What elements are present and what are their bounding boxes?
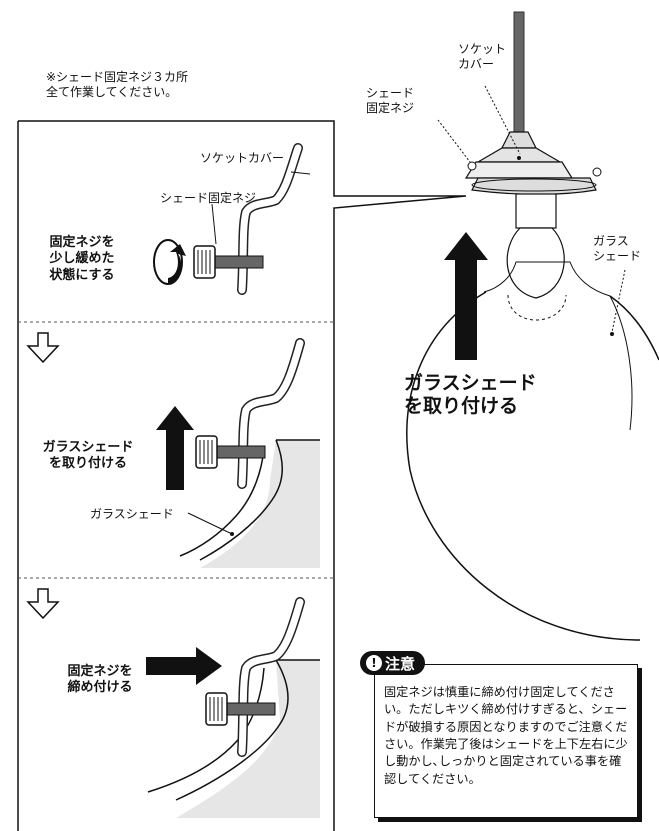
step1-text: 固定ネジを 少し緩めた 状態にする	[49, 235, 115, 283]
exclamation-icon: !	[366, 655, 382, 671]
up-arrow-large-icon	[444, 232, 488, 360]
caution-badge: ! 注意	[360, 651, 426, 675]
up-arrow-icon	[156, 406, 194, 490]
step3-illustration	[147, 597, 320, 818]
step2-illustration	[179, 338, 320, 568]
down-arrow-icon	[26, 588, 60, 620]
caution-body: 固定ネジは慎重に締め付け固定してください。ただしキツく締め付けすぎると、シェード…	[384, 685, 628, 786]
caution-box	[374, 664, 638, 818]
socket-cover-main-label: ソケット カバー	[458, 42, 507, 71]
step3-text: 固定ネジを 締め付ける	[67, 664, 133, 696]
shade-screw-main-label: シェード 固定ネジ	[366, 86, 415, 115]
pendant-lamp-illustration	[406, 11, 659, 641]
down-arrow-icon	[26, 332, 60, 364]
glass-shade-label: ガラスシェード	[90, 507, 174, 521]
header-note: ※シェード固定ネジ３カ所 全て作業してください。	[46, 70, 189, 99]
leader-shade-screw	[437, 119, 471, 163]
glass-shade-main-label: ガラス シェード	[593, 234, 642, 263]
step1-illustration	[193, 143, 311, 295]
leader-glass-shade	[611, 269, 626, 333]
shade-screw-label: シェード固定ネジ	[160, 191, 257, 205]
right-arrow-icon	[146, 647, 222, 685]
rotate-loosen-icon	[153, 239, 186, 285]
caution-title: 注意	[385, 654, 416, 673]
main-action-text: ガラスシェード を取り付ける	[404, 372, 537, 417]
step-panel-frame	[17, 120, 467, 831]
step2-text: ガラスシェード を取り付ける	[42, 440, 134, 472]
socket-cover-label: ソケットカバー	[200, 151, 285, 165]
leader-socket-cover	[484, 85, 521, 155]
